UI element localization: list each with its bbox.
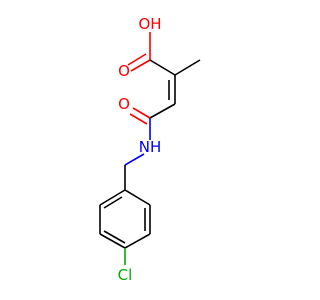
ring-bond-3 xyxy=(99,233,126,249)
bond-c1-o-double-a xyxy=(130,59,151,72)
bond-c4-o-double-b xyxy=(129,113,148,125)
hydroxyl-label: OH xyxy=(138,15,161,33)
atom-labels: OH O O NH Cl xyxy=(118,15,162,284)
bond-c1-c2 xyxy=(149,59,176,76)
ring-bond-4 xyxy=(124,233,151,249)
ring-bond-3-inner xyxy=(103,230,126,244)
bond-c2-methyl xyxy=(174,59,201,76)
amide-nh-label: NH xyxy=(139,138,162,156)
acid-carbonyl-oxygen-label: O xyxy=(118,62,130,80)
bond-c1-o-double-b xyxy=(127,53,147,66)
ring-bond-1-inner xyxy=(103,196,123,209)
bond-c4-o-double-a xyxy=(132,107,151,119)
chlorine-label: Cl xyxy=(118,266,133,284)
bond-n-ch2 xyxy=(124,153,145,166)
bond-c3-c4 xyxy=(149,103,176,119)
ring-bond-6 xyxy=(124,189,151,206)
molecule-structure: OH O O NH Cl xyxy=(99,15,201,284)
bonds xyxy=(99,32,201,265)
amide-carbonyl-oxygen-label: O xyxy=(118,95,130,113)
ring-bond-1 xyxy=(99,189,126,206)
